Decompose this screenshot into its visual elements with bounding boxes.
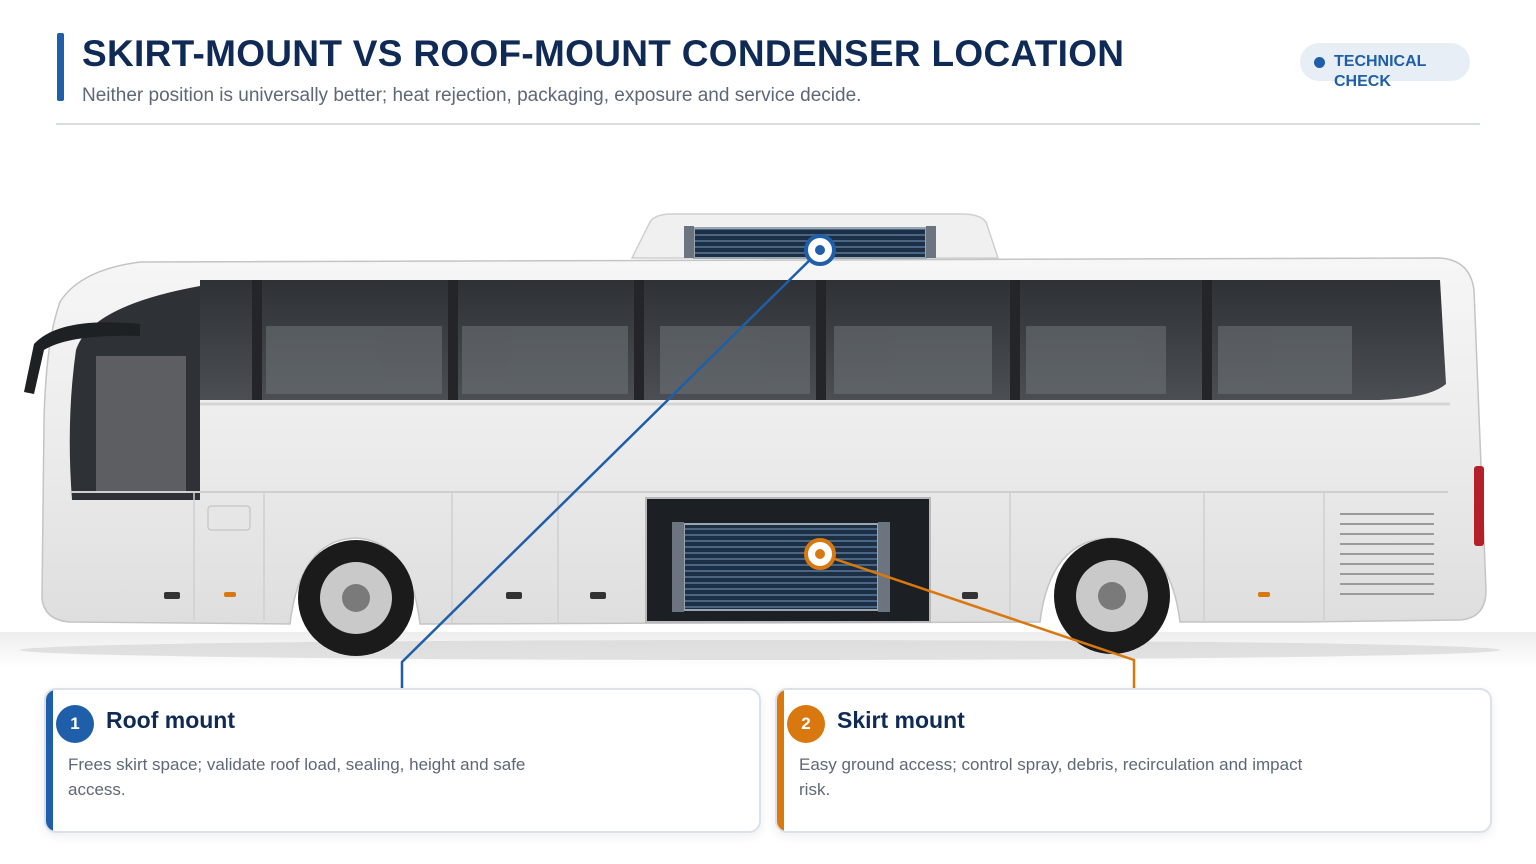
page-subtitle: Neither position is universally better; … — [82, 85, 862, 106]
skirt-condenser-core — [683, 523, 879, 611]
rear-tail-light — [1474, 466, 1484, 546]
card-body: Easy ground access; control spray, debri… — [799, 755, 1303, 799]
fuel-flap — [207, 505, 251, 531]
roof-leader-line — [400, 249, 821, 688]
skirt-mount-card: 2 Skirt mount Easy ground access; contro… — [775, 688, 1492, 833]
header-divider — [56, 123, 1480, 125]
window-panes — [266, 326, 1352, 394]
marker-lights — [164, 592, 978, 599]
roof-mount-card: 1 Roof mount Frees skirt space; validate… — [44, 688, 761, 833]
roof-condenser-header-right — [926, 226, 936, 258]
skirt-leader-line — [819, 552, 1136, 688]
page-title: SKIRT-MOUNT VS ROOF-MOUNT CONDENSER LOCA… — [82, 33, 1125, 74]
bus-shadow — [20, 640, 1500, 660]
roof-marker-icon — [804, 234, 836, 266]
front-wheel — [298, 540, 414, 656]
title-accent-bar — [57, 33, 64, 101]
badge-label: TECHNICAL CHECK — [1334, 53, 1427, 90]
skirt-marker-icon — [804, 538, 836, 570]
badge-dot-icon — [1314, 57, 1325, 68]
amber-markers — [224, 592, 1270, 597]
windshield — [69, 286, 200, 500]
card-accent-edge — [46, 690, 53, 831]
roof-condenser-header-left — [684, 226, 694, 258]
window-pillars — [252, 280, 1212, 400]
card-title: Roof mount — [106, 707, 236, 733]
door-glass — [96, 356, 186, 492]
card-body: Frees skirt space; validate roof load, s… — [68, 755, 526, 799]
technical-check-badge: TECHNICAL CHECK — [1300, 43, 1470, 90]
card-accent-edge — [777, 690, 784, 831]
rear-grille — [1340, 513, 1434, 595]
card-number-badge: 1 — [56, 705, 94, 743]
rear-wheel — [1054, 538, 1170, 654]
skirt-condenser-header-left — [672, 522, 684, 612]
card-title: Skirt mount — [837, 707, 965, 733]
side-mirror — [24, 322, 140, 394]
skirt-condenser-header-right — [878, 522, 890, 612]
panel-seams — [193, 492, 1325, 624]
card-number-badge: 2 — [787, 705, 825, 743]
